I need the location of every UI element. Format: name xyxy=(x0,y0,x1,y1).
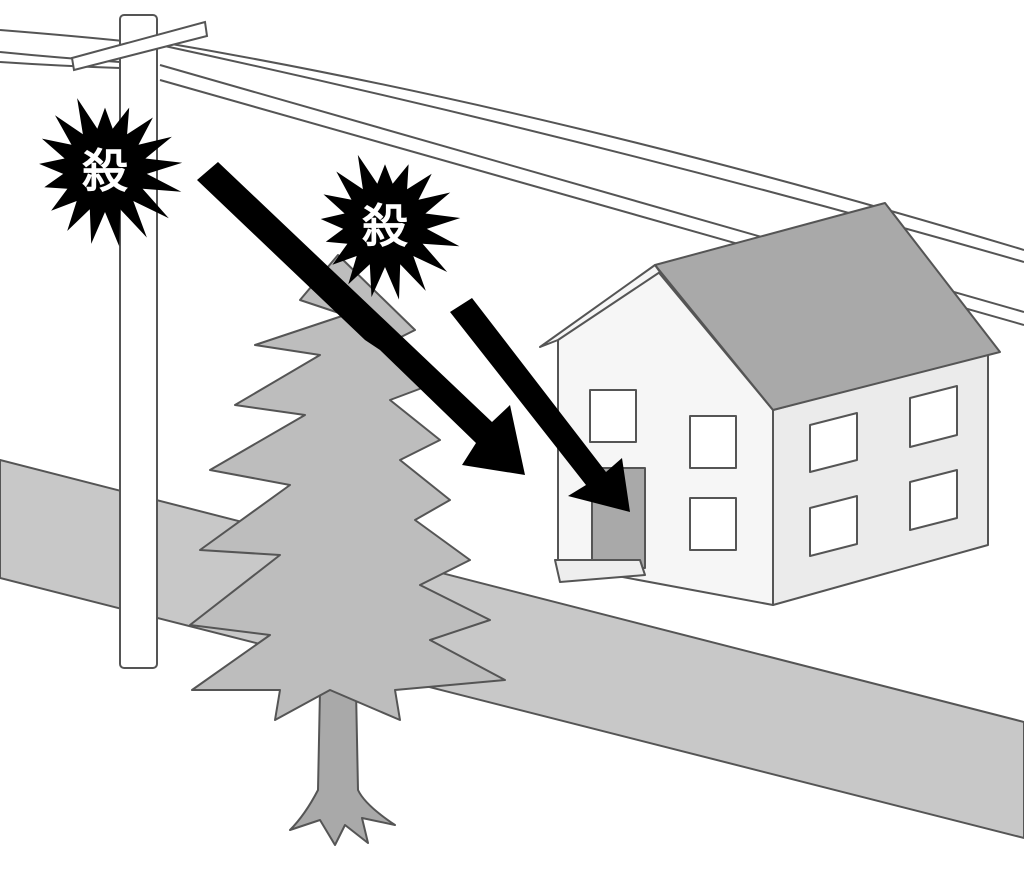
window xyxy=(689,415,737,469)
impact-burst-1: 殺 xyxy=(39,98,183,247)
pine-tree xyxy=(189,254,506,846)
house xyxy=(539,202,1001,606)
tree-foliage xyxy=(189,254,506,721)
tree-trunk xyxy=(289,689,396,846)
arrow-to-door xyxy=(450,298,630,512)
window xyxy=(809,412,858,473)
burst-shape xyxy=(39,98,183,247)
window xyxy=(909,469,958,531)
arrow-to-house xyxy=(197,162,525,475)
burst-label: 殺 xyxy=(362,199,408,253)
door-step xyxy=(554,559,646,583)
window xyxy=(809,495,858,557)
window xyxy=(909,385,958,448)
arrows xyxy=(197,162,630,512)
burst-shape xyxy=(320,154,461,300)
burst-label: 殺 xyxy=(82,144,128,198)
house-gable-eave xyxy=(539,264,661,348)
pole-crossarm xyxy=(70,20,209,72)
house-roof xyxy=(654,202,1001,411)
impact-burst-2: 殺 xyxy=(320,154,461,300)
window xyxy=(589,389,637,443)
window xyxy=(689,497,737,551)
